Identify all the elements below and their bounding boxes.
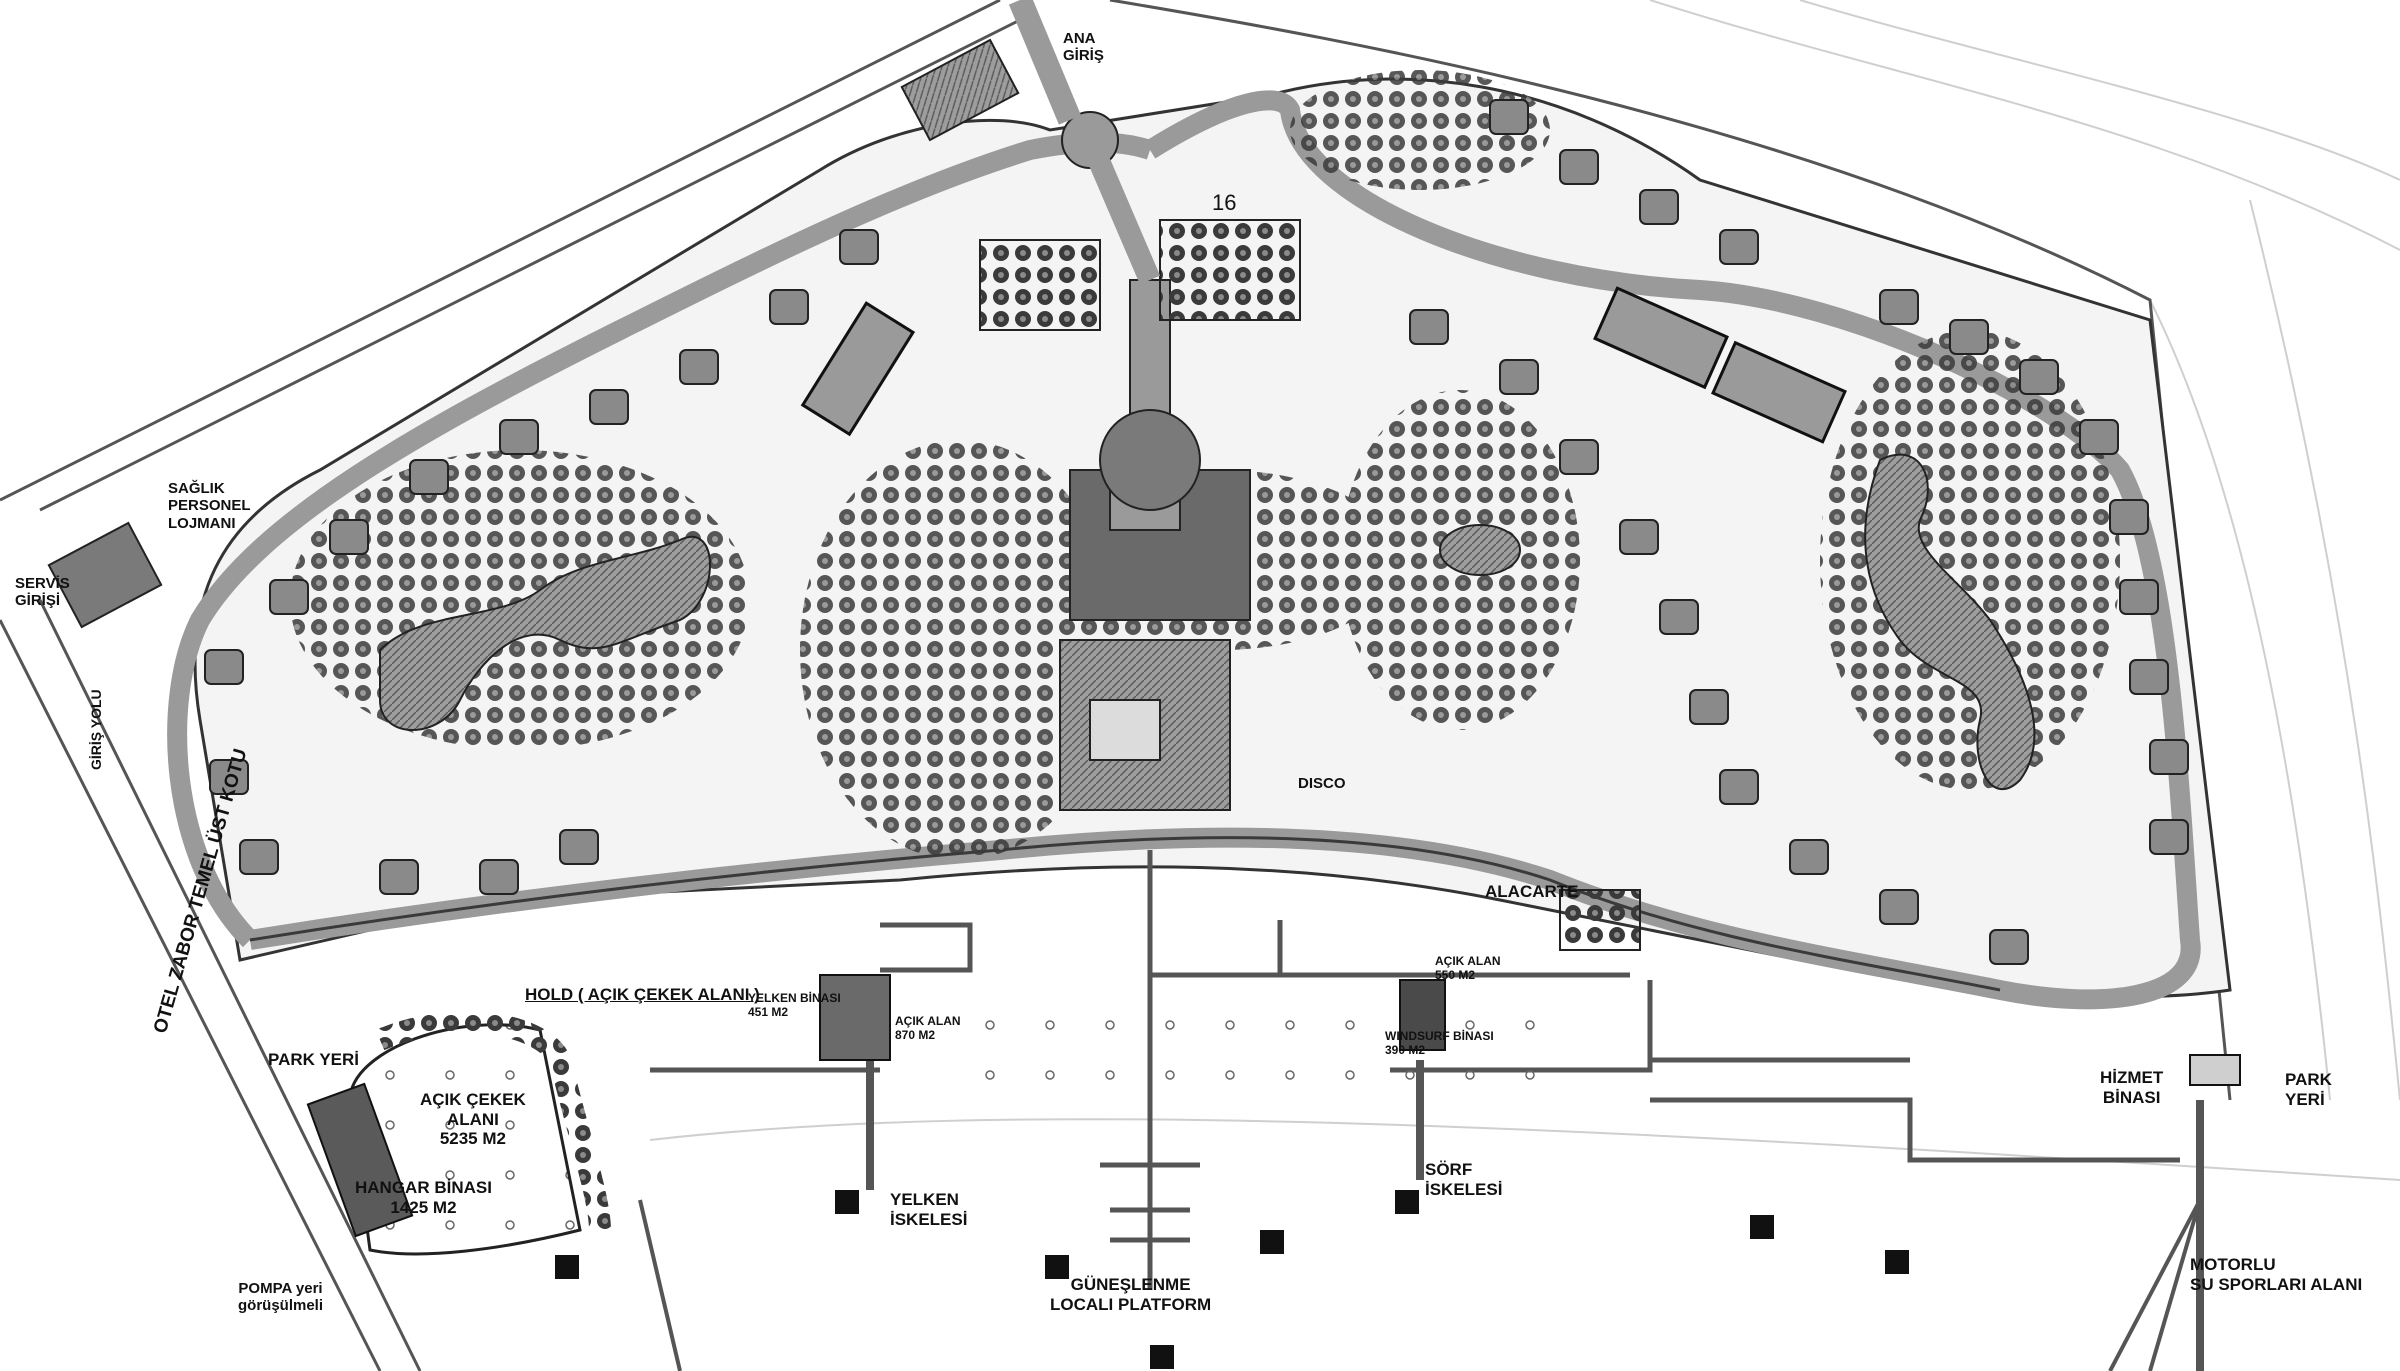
open-boat-yard-label: AÇIK ÇEKEK ALANI 5235 M2 bbox=[420, 1090, 526, 1149]
motor-sports-label: MOTORLU SU SPORLARI ALANI bbox=[2190, 1255, 2363, 1294]
pools bbox=[379, 453, 2036, 790]
sailing-pier-label: YELKEN İSKELESİ bbox=[890, 1190, 968, 1229]
staff-lodging-label: SAĞLIK PERSONEL LOJMANI bbox=[168, 480, 251, 532]
contour-lines bbox=[649, 0, 2400, 1181]
alacarte-label: ALACARTE bbox=[1485, 882, 1579, 901]
park-area-left-label: PARK YERİ bbox=[268, 1050, 360, 1069]
main-entrance-label: ANA GİRİŞ bbox=[1063, 30, 1104, 65]
staff-lodging bbox=[47, 521, 163, 629]
hold-label: HOLD ( AÇIK ÇEKEK ALANI ) bbox=[525, 985, 760, 1004]
sunbathing-platform-label: GÜNEŞLENME LOCALI PLATFORM bbox=[1050, 1275, 1212, 1314]
alacarte-building bbox=[1559, 889, 1641, 951]
entrance-road-label: GİRİŞ YOLU bbox=[88, 689, 104, 770]
open-area-2-label: AÇIK ALAN 550 M2 bbox=[1435, 954, 1501, 982]
sailing-building-label: YELKEN BİNASI 451 M2 bbox=[748, 991, 841, 1019]
outer-boundary-road bbox=[0, 0, 2232, 1371]
beach-tree-grid bbox=[960, 980, 1580, 1090]
entrance-gate bbox=[900, 0, 1161, 285]
surf-pier-label: SÖRF İSKELESİ bbox=[1425, 1160, 1503, 1199]
disco-label: DISCO bbox=[1298, 775, 1346, 792]
main-hotel-complex bbox=[979, 219, 1301, 811]
block-number-label: 16 bbox=[1212, 190, 1237, 215]
service-entrance-label: SERVİS GİRİŞİ bbox=[15, 575, 70, 610]
park-area-right-label: PARK YERİ bbox=[2285, 1070, 2332, 1109]
boat-yard bbox=[306, 1011, 611, 1256]
sport-courts bbox=[800, 286, 1847, 444]
boat-icons bbox=[555, 1190, 1909, 1369]
beach-buildings bbox=[819, 974, 2241, 1086]
open-area-1-label: AÇIK ALAN 870 M2 bbox=[895, 1014, 961, 1042]
service-building-label: HİZMET BİNASI bbox=[2100, 1068, 2164, 1107]
villa-units bbox=[204, 99, 2189, 965]
pump-label: POMPA yeri görüşülmeli bbox=[238, 1280, 324, 1315]
hangar-label: HANGAR BİNASI 1425 M2 bbox=[355, 1178, 492, 1217]
windsurf-building-label: WINDSURF BİNASI 390 M2 bbox=[1385, 1029, 1494, 1057]
